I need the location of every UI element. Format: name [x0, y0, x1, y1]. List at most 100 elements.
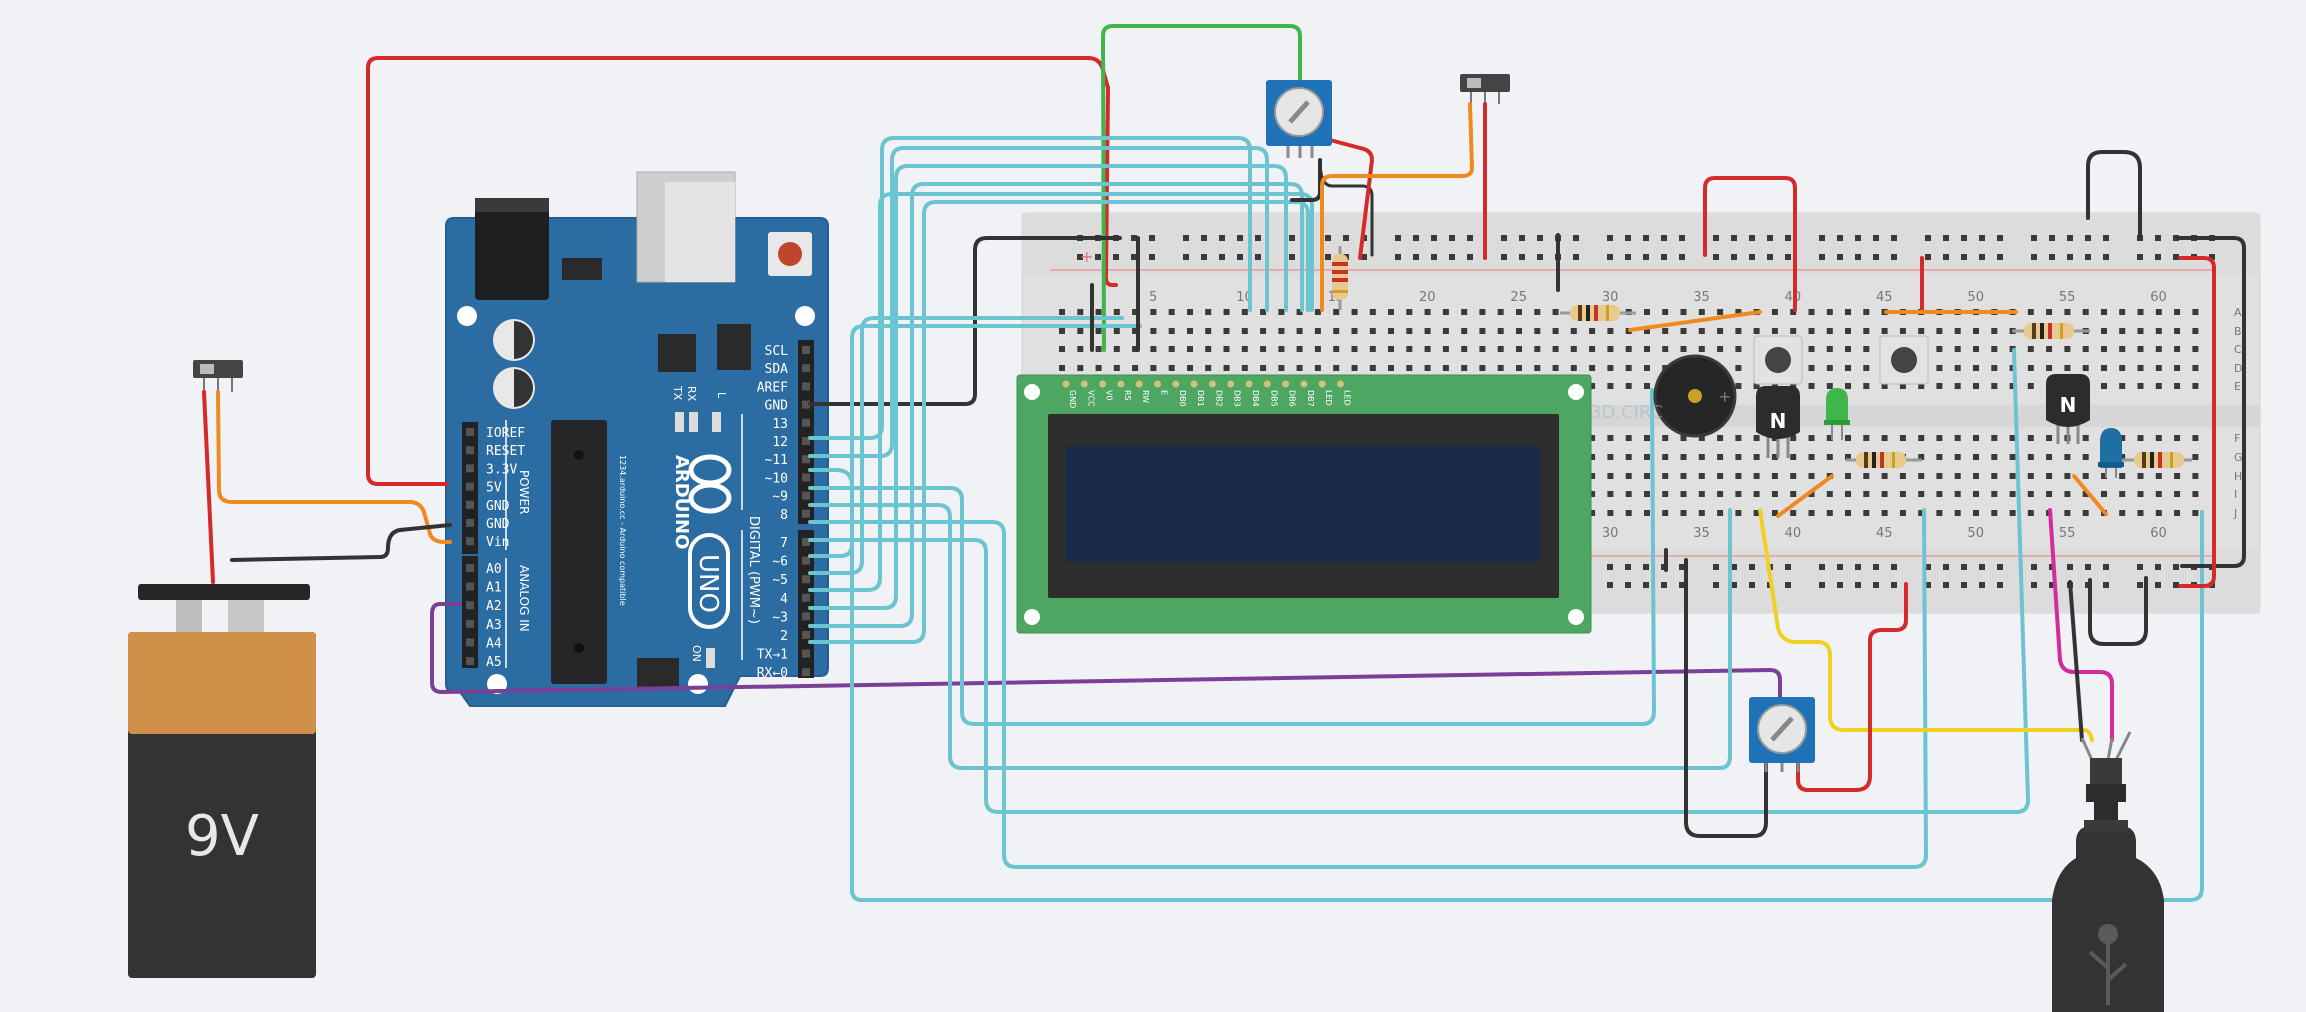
breadboard-hole[interactable] [1187, 346, 1193, 352]
breadboard-hole[interactable] [1997, 564, 2003, 570]
breadboard-hole[interactable] [1077, 365, 1084, 371]
breadboard-hole[interactable] [2049, 235, 2055, 241]
breadboard-hole[interactable] [1625, 254, 1631, 260]
breadboard-hole[interactable] [1717, 510, 1724, 516]
breadboard-hole[interactable] [1237, 235, 1243, 241]
breadboard-hole[interactable] [2064, 473, 2071, 479]
breadboard-hole[interactable] [1819, 235, 1825, 241]
breadboard-hole[interactable] [1954, 328, 1961, 334]
breadboard-hole[interactable] [1918, 383, 1925, 389]
breadboard-hole[interactable] [1961, 582, 1967, 588]
breadboard-hole[interactable] [1113, 328, 1120, 334]
lcd-pin[interactable] [1190, 380, 1198, 388]
breadboard-hole[interactable] [2082, 510, 2089, 516]
breadboard-hole[interactable] [1863, 328, 1870, 334]
breadboard-hole[interactable] [1369, 365, 1376, 371]
breadboard-hole[interactable] [1552, 309, 1559, 315]
breadboard-hole[interactable] [1625, 454, 1632, 460]
breadboard-hole[interactable] [2137, 510, 2144, 516]
resistor-3[interactable] [2012, 323, 2090, 339]
pushbutton-1[interactable] [1753, 335, 1803, 385]
breadboard-hole[interactable] [2155, 346, 2162, 352]
breadboard-hole[interactable] [1845, 435, 1851, 441]
breadboard-hole[interactable] [1936, 346, 1943, 352]
breadboard-hole[interactable] [2155, 582, 2161, 588]
breadboard-hole[interactable] [1589, 328, 1596, 334]
breadboard-hole[interactable] [1808, 346, 1815, 352]
breadboard-hole[interactable] [1442, 309, 1449, 315]
breadboard-hole[interactable] [1150, 365, 1157, 371]
breadboard-hole[interactable] [1891, 564, 1897, 570]
breadboard-hole[interactable] [2067, 235, 2073, 241]
breadboard-hole[interactable] [2046, 454, 2053, 460]
breadboard-hole[interactable] [1607, 454, 1614, 460]
breadboard-hole[interactable] [1589, 346, 1596, 352]
breadboard-hole[interactable] [2192, 328, 2199, 334]
pin-socket[interactable] [466, 482, 474, 491]
breadboard-hole[interactable] [1150, 309, 1157, 315]
breadboard-hole[interactable] [1644, 346, 1650, 352]
breadboard-hole[interactable] [2137, 435, 2144, 441]
breadboard-hole[interactable] [1395, 254, 1401, 260]
breadboard-hole[interactable] [1954, 365, 1961, 371]
led-blue[interactable] [2098, 428, 2124, 478]
breadboard-hole[interactable] [2192, 435, 2199, 441]
breadboard-hole[interactable] [1644, 309, 1650, 315]
breadboard-hole[interactable] [1343, 235, 1349, 241]
breadboard-hole[interactable] [1644, 473, 1650, 479]
breadboard-hole[interactable] [1991, 365, 1998, 371]
breadboard-hole[interactable] [2119, 346, 2126, 352]
breadboard-hole[interactable] [1187, 365, 1193, 371]
breadboard-hole[interactable] [1918, 435, 1925, 441]
pin-socket[interactable] [466, 537, 474, 546]
breadboard-hole[interactable] [1607, 383, 1614, 389]
breadboard-hole[interactable] [1731, 235, 1737, 241]
breadboard-hole[interactable] [1205, 365, 1212, 371]
breadboard-hole[interactable] [1205, 309, 1212, 315]
breadboard-hole[interactable] [2031, 254, 2037, 260]
pin-socket[interactable] [802, 382, 810, 391]
breadboard-hole[interactable] [1925, 254, 1931, 260]
breadboard-hole[interactable] [1936, 491, 1943, 497]
breadboard-hole[interactable] [1873, 235, 1879, 241]
breadboard-hole[interactable] [1753, 510, 1760, 516]
breadboard-hole[interactable] [1845, 510, 1851, 516]
breadboard-hole[interactable] [1679, 564, 1685, 570]
pin-socket[interactable] [802, 491, 810, 500]
breadboard-hole[interactable] [1351, 346, 1358, 352]
breadboard-hole[interactable] [2082, 309, 2089, 315]
breadboard-hole[interactable] [1131, 235, 1137, 241]
breadboard-hole[interactable] [1424, 346, 1431, 352]
breadboard-hole[interactable] [2064, 309, 2071, 315]
breadboard-hole[interactable] [1717, 454, 1724, 460]
breadboard-hole[interactable] [1891, 582, 1897, 588]
breadboard-hole[interactable] [1819, 564, 1825, 570]
pin-socket[interactable] [802, 593, 810, 602]
breadboard-hole[interactable] [2027, 309, 2034, 315]
breadboard-hole[interactable] [1753, 328, 1760, 334]
breadboard-hole[interactable] [1607, 435, 1614, 441]
breadboard-hole[interactable] [1680, 309, 1687, 315]
breadboard-hole[interactable] [2119, 491, 2126, 497]
breadboard-hole[interactable] [1881, 383, 1888, 389]
pin-socket[interactable] [802, 473, 810, 482]
breadboard-hole[interactable] [1973, 473, 1979, 479]
breadboard-hole[interactable] [1260, 328, 1267, 334]
breadboard-hole[interactable] [2009, 383, 2016, 389]
breadboard-hole[interactable] [1826, 510, 1833, 516]
breadboard-hole[interactable] [1241, 346, 1248, 352]
breadboard-hole[interactable] [2174, 309, 2181, 315]
breadboard-hole[interactable] [2064, 454, 2071, 460]
breadboard-hole[interactable] [1662, 510, 1669, 516]
breadboard-hole[interactable] [1698, 435, 1705, 441]
breadboard-hole[interactable] [1201, 235, 1207, 241]
breadboard-hole[interactable] [1573, 254, 1579, 260]
breadboard-hole[interactable] [1855, 564, 1861, 570]
breadboard-hole[interactable] [1973, 365, 1979, 371]
breadboard-hole[interactable] [1333, 309, 1340, 315]
breadboard-hole[interactable] [1767, 235, 1773, 241]
breadboard-hole[interactable] [1662, 454, 1669, 460]
breadboard-hole[interactable] [1954, 454, 1961, 460]
breadboard-hole[interactable] [2103, 235, 2109, 241]
breadboard-hole[interactable] [2155, 235, 2161, 241]
